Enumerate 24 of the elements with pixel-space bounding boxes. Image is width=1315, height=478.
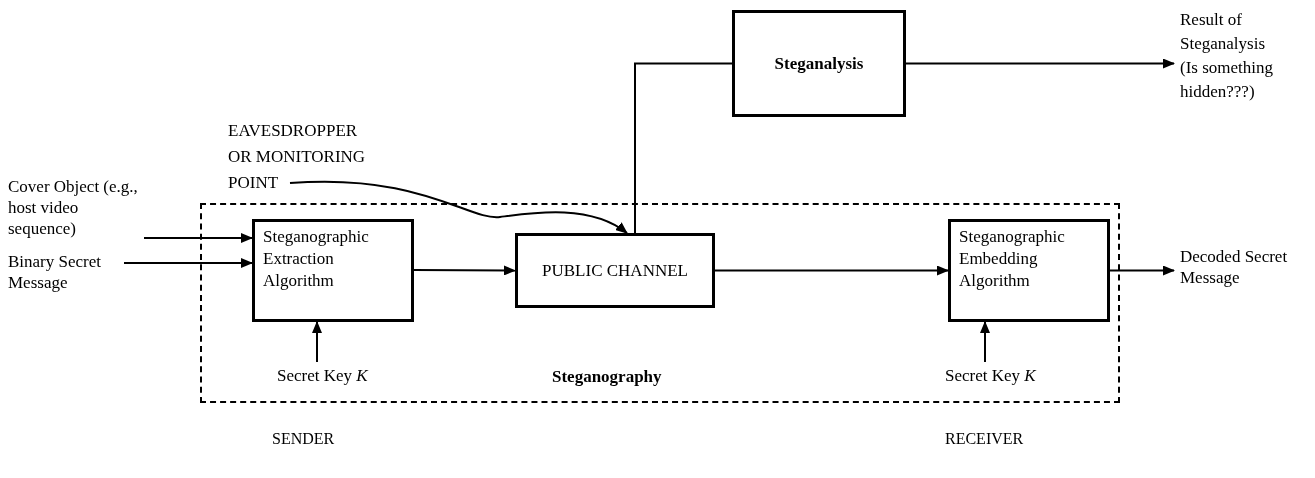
process-box: Steganographic Embedding Algorithm (948, 219, 1110, 322)
arrow (980, 321, 990, 363)
process-box: PUBLIC CHANNEL (515, 233, 715, 308)
process-box: Steganographic Extraction Algorithm (252, 219, 414, 322)
caption-text: SENDER (272, 430, 335, 448)
arrow (289, 180, 628, 234)
text-label: Secret Key K (277, 365, 368, 386)
arrow (714, 265, 949, 276)
dashed-region (200, 203, 1120, 403)
text-label: EAVESDROPPER OR MONITORING POINT (228, 118, 378, 196)
text-label: Decoded Secret Message (1180, 246, 1292, 288)
arrow (905, 58, 1175, 69)
text-label: Cover Object (e.g., host video sequence) (8, 176, 140, 239)
arrow (143, 233, 253, 243)
arrow (123, 258, 253, 268)
region-label: Steganography (552, 367, 662, 387)
arrow (1109, 265, 1175, 276)
text-label: Secret Key K (945, 365, 1036, 386)
process-box: Steganalysis (732, 10, 906, 117)
text-label: Result of Steganalysis (Is something hidden???) (1180, 8, 1286, 104)
arrow (312, 321, 322, 363)
arrow (413, 265, 516, 276)
caption-text: RECEIVER (945, 430, 1024, 448)
text-label: Binary Secret Message (8, 251, 120, 293)
